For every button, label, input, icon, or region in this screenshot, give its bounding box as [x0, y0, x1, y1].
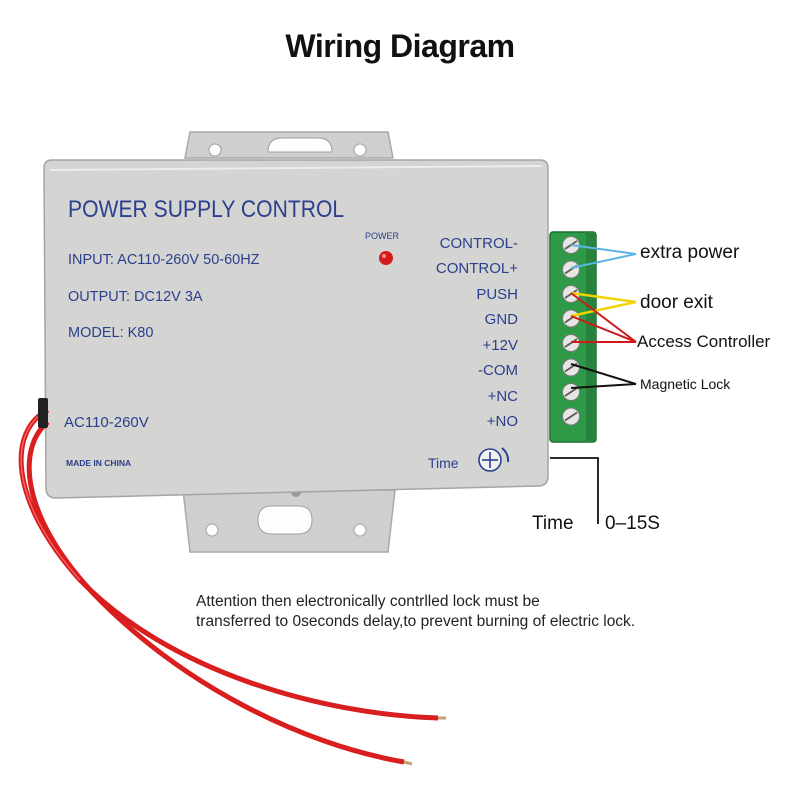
- terminal-label: CONTROL+: [435, 260, 518, 277]
- top-keyhole-slot: [267, 137, 333, 153]
- door-exit-label: door exit: [640, 292, 713, 313]
- terminal-label: CONTROL-: [439, 235, 518, 252]
- bottom-screw-hole-left: [205, 523, 219, 537]
- screw-slot: [564, 411, 578, 422]
- access-controller-label: Access Controller: [637, 332, 771, 351]
- time-bracket: [550, 457, 599, 524]
- device-housing: [43, 159, 549, 499]
- screw-slot: [564, 387, 578, 397]
- made-in-label: MADE IN CHINA: [66, 458, 132, 468]
- terminal-label: +NO: [486, 413, 518, 430]
- attention-note: Attention then electronically contrlled …: [196, 592, 635, 632]
- note-line: transferred to 0seconds delay,to prevent…: [196, 613, 636, 630]
- page-title: Wiring Diagram: [285, 28, 515, 64]
- input-spec: INPUT: AC110-260V 50-60HZ: [68, 252, 260, 268]
- terminal-label: PUSH: [476, 286, 518, 303]
- time-label: Time: [532, 513, 574, 534]
- magnetic-lock-lines: [570, 363, 637, 389]
- magnetic-lock-label: Magnetic Lock: [640, 376, 731, 392]
- terminal-label: GND: [484, 311, 518, 328]
- model-spec: MODEL: K80: [68, 325, 154, 341]
- power-led: [379, 251, 393, 265]
- ac-input-label: AC110-260V: [64, 414, 149, 431]
- access-controller-lines: [570, 292, 637, 343]
- device-name: POWER SUPPLY CONTROL: [68, 196, 345, 223]
- top-screw-hole-left: [208, 143, 222, 157]
- power-led-label: POWER: [365, 231, 400, 241]
- terminal-label: +NC: [487, 388, 518, 405]
- ac-wire-2: [26, 420, 405, 765]
- time-range-label: 0–15S: [605, 513, 660, 534]
- time-knob-label: Time: [428, 455, 459, 471]
- door-exit-lines: [570, 291, 637, 318]
- extra-power-label: extra power: [640, 242, 740, 263]
- extra-power-lines: [570, 244, 637, 269]
- note-line: Attention then electronically contrlled …: [196, 593, 540, 610]
- output-spec: OUTPUT: DC12V 3A: [68, 289, 203, 305]
- terminal-label: +12V: [482, 337, 518, 354]
- terminal-screws: [562, 236, 580, 426]
- wire-grommet: [38, 398, 48, 428]
- bottom-screw-hole-right: [353, 523, 367, 537]
- top-screw-hole-right: [353, 143, 367, 157]
- bottom-keyhole-slot: [257, 505, 313, 535]
- terminal-label: -COM: [478, 362, 518, 379]
